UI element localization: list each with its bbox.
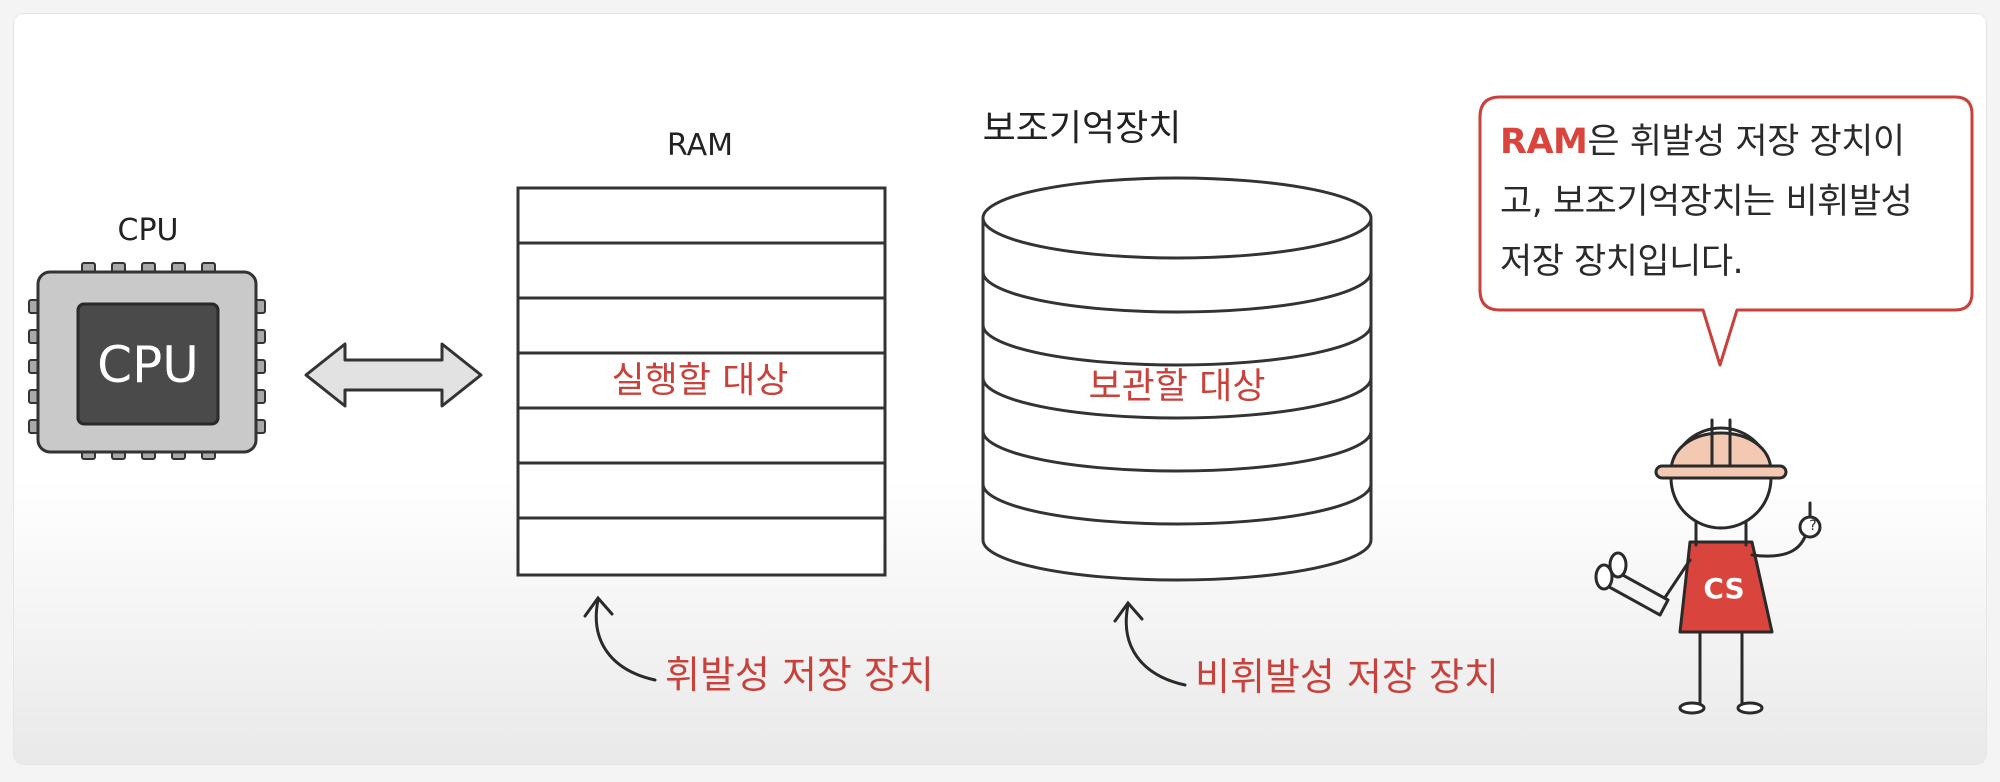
ram-block — [516, 186, 887, 577]
speech-bubble — [1478, 95, 1974, 367]
bubble-line-3: 저장 장치입니다. — [1500, 242, 1744, 282]
cpu-chip-icon — [28, 262, 266, 460]
ram-pointer-arrow-icon — [583, 595, 657, 682]
cpu-title: CPU — [118, 213, 179, 248]
storage-cylinder-icon — [981, 176, 1373, 582]
storage-pointer-arrow-icon — [1113, 600, 1187, 687]
speech-bubble-text: RAM은 휘발성 저장 장치이 고, 보조기억장치는 비휘발성 저장 장치입니다… — [1500, 112, 1940, 292]
storage-title: 보조기억장치 — [983, 108, 1182, 149]
bubble-line-2: 고, 보조기억장치는 비휘발성 — [1500, 182, 1913, 222]
cpu-chip-label: CPU — [97, 336, 199, 394]
storage-note: 비휘발성 저장 장치 — [1195, 655, 1499, 699]
mascot-badge: CS — [1703, 572, 1744, 605]
bidirectional-arrow-icon — [304, 342, 483, 408]
mascot-engineer-icon — [1594, 418, 1822, 715]
bubble-highlight: RAM — [1500, 122, 1588, 162]
bubble-line-1: RAM은 휘발성 저장 장치이 — [1500, 112, 1940, 172]
ram-note: 휘발성 저장 장치 — [665, 653, 934, 697]
ram-content-label: 실행할 대상 — [611, 360, 788, 401]
storage-content-label: 보관할 대상 — [1088, 366, 1265, 407]
mascot-question-mark: ? — [1809, 518, 1816, 534]
bubble-line-1-rest: 은 휘발성 저장 장치이 — [1587, 122, 1905, 162]
ram-title: RAM — [667, 128, 733, 163]
